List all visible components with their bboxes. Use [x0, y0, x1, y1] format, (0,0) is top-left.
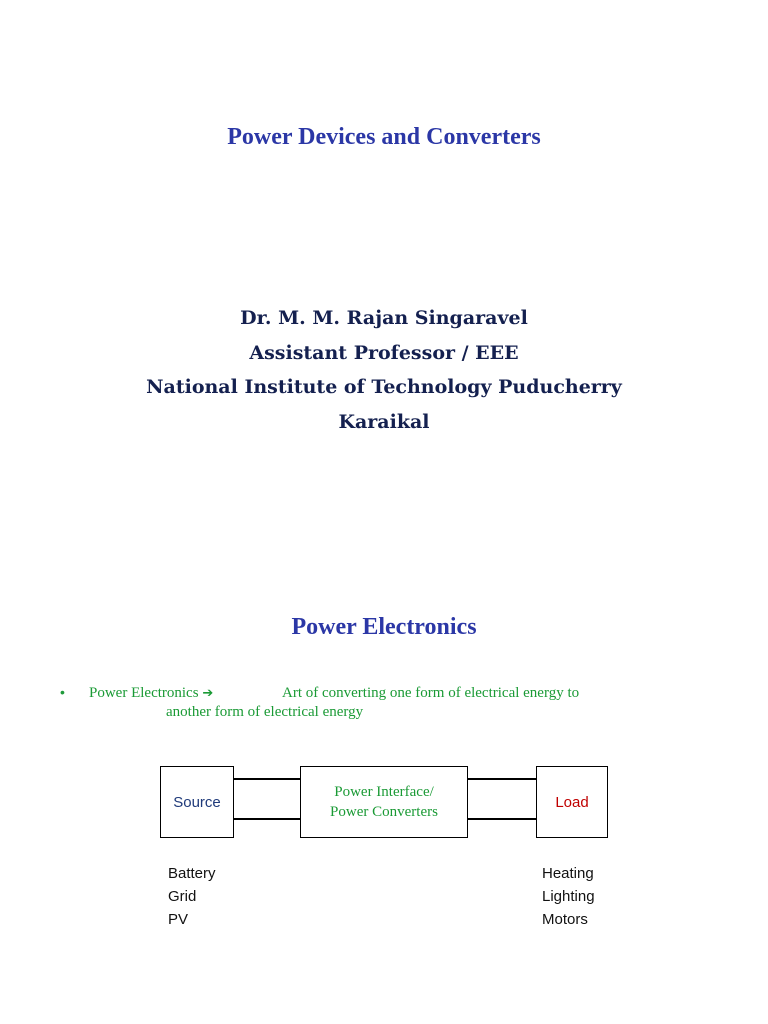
section-title: Power Electronics: [291, 614, 477, 640]
list-item: PV: [168, 911, 189, 928]
author-institute: National Institute of Technology Puduche…: [146, 376, 622, 398]
source-box: Source: [160, 766, 234, 838]
list-item: Heating: [542, 865, 594, 882]
connector-line: [234, 818, 300, 820]
converter-box: Power Interface/ Power Converters: [300, 766, 468, 838]
bullet-term-text: Power Electronics: [89, 685, 199, 701]
load-label: Load: [555, 793, 589, 811]
author-position: Assistant Professor / EEE: [249, 342, 519, 364]
bullet-definition-line2: another form of electrical energy: [166, 704, 364, 720]
bullet-term: Power Electronics ➔: [89, 685, 213, 702]
load-list: Heating Lighting Motors: [542, 862, 595, 931]
author-location: Karaikal: [338, 411, 430, 433]
list-item: Grid: [168, 888, 197, 905]
list-item: Lighting: [542, 888, 595, 905]
arrow-right-icon: ➔: [202, 686, 214, 701]
converter-label-line1: Power Interface/: [334, 784, 434, 800]
list-item: Motors: [542, 911, 588, 928]
converter-label-line2: Power Converters: [330, 804, 438, 820]
slide-title: Power Devices and Converters: [227, 124, 541, 150]
author-name: Dr. M. M. Rajan Singaravel: [240, 307, 528, 329]
source-list: Battery Grid PV: [168, 862, 216, 931]
connector-line: [234, 778, 300, 780]
bullet-marker: •: [60, 684, 65, 700]
connector-line: [468, 778, 536, 780]
connector-line: [468, 818, 536, 820]
list-item: Battery: [168, 865, 216, 882]
load-box: Load: [536, 766, 608, 838]
bullet-definition-line1: Art of converting one form of electrical…: [282, 685, 580, 701]
source-label: Source: [173, 793, 221, 811]
